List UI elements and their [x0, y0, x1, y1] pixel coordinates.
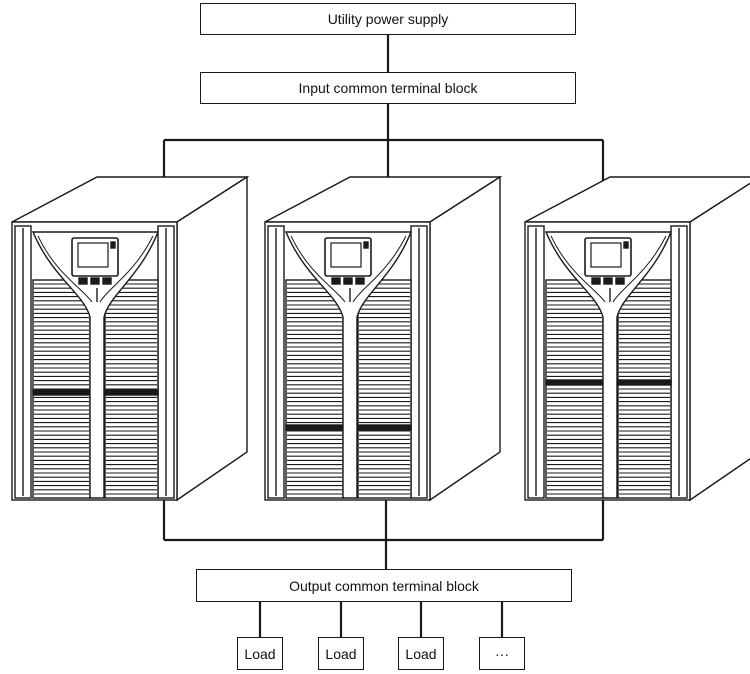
ups-units [11, 175, 750, 502]
panel-button [78, 277, 88, 285]
cabinet-side [689, 182, 750, 502]
panel-button [355, 277, 365, 285]
panel-button [591, 277, 601, 285]
grille-band-left [285, 424, 344, 431]
ups-unit-3 [524, 176, 750, 502]
more-loads-box: ··· [479, 637, 525, 670]
utility-power-supply-box: Utility power supply [200, 3, 576, 35]
ups-unit-2 [264, 175, 503, 502]
control-panel [284, 231, 413, 499]
control-panel [544, 231, 673, 499]
front-post-left [267, 225, 285, 499]
panel-button [603, 277, 613, 285]
lcd-screen [590, 242, 622, 268]
lcd-screen [330, 242, 362, 268]
panel-button [90, 277, 100, 285]
cabinet-side [429, 175, 501, 502]
input-common-terminal-block: Input common terminal block [200, 72, 576, 104]
control-panel [31, 231, 160, 499]
panel-button [615, 277, 625, 285]
control-panel-bevel [290, 235, 407, 303]
output-common-terminal-block: Output common terminal block [196, 569, 572, 602]
grille-slats [547, 283, 670, 495]
grille-band-right [617, 379, 672, 386]
panel-button [102, 277, 112, 285]
control-panel-bevel [37, 235, 154, 303]
load-box: Load [237, 637, 283, 670]
panel-button [331, 277, 341, 285]
wiring [162, 35, 605, 637]
lcd-screen [77, 242, 109, 268]
cabinet-side [176, 175, 248, 502]
front-post-left [527, 225, 545, 499]
ups-unit-1 [11, 175, 250, 502]
status-led [363, 241, 369, 249]
grille-band-right [104, 389, 159, 396]
control-panel-bevel [550, 235, 667, 303]
grille-band-left [32, 389, 91, 396]
front-post-left [14, 225, 32, 499]
grille-band-left [545, 379, 604, 386]
status-led [623, 241, 629, 249]
panel-button [343, 277, 353, 285]
grille-band-right [357, 424, 412, 431]
load-box: Load [398, 637, 444, 670]
status-led [110, 241, 116, 249]
load-box: Load [318, 637, 364, 670]
